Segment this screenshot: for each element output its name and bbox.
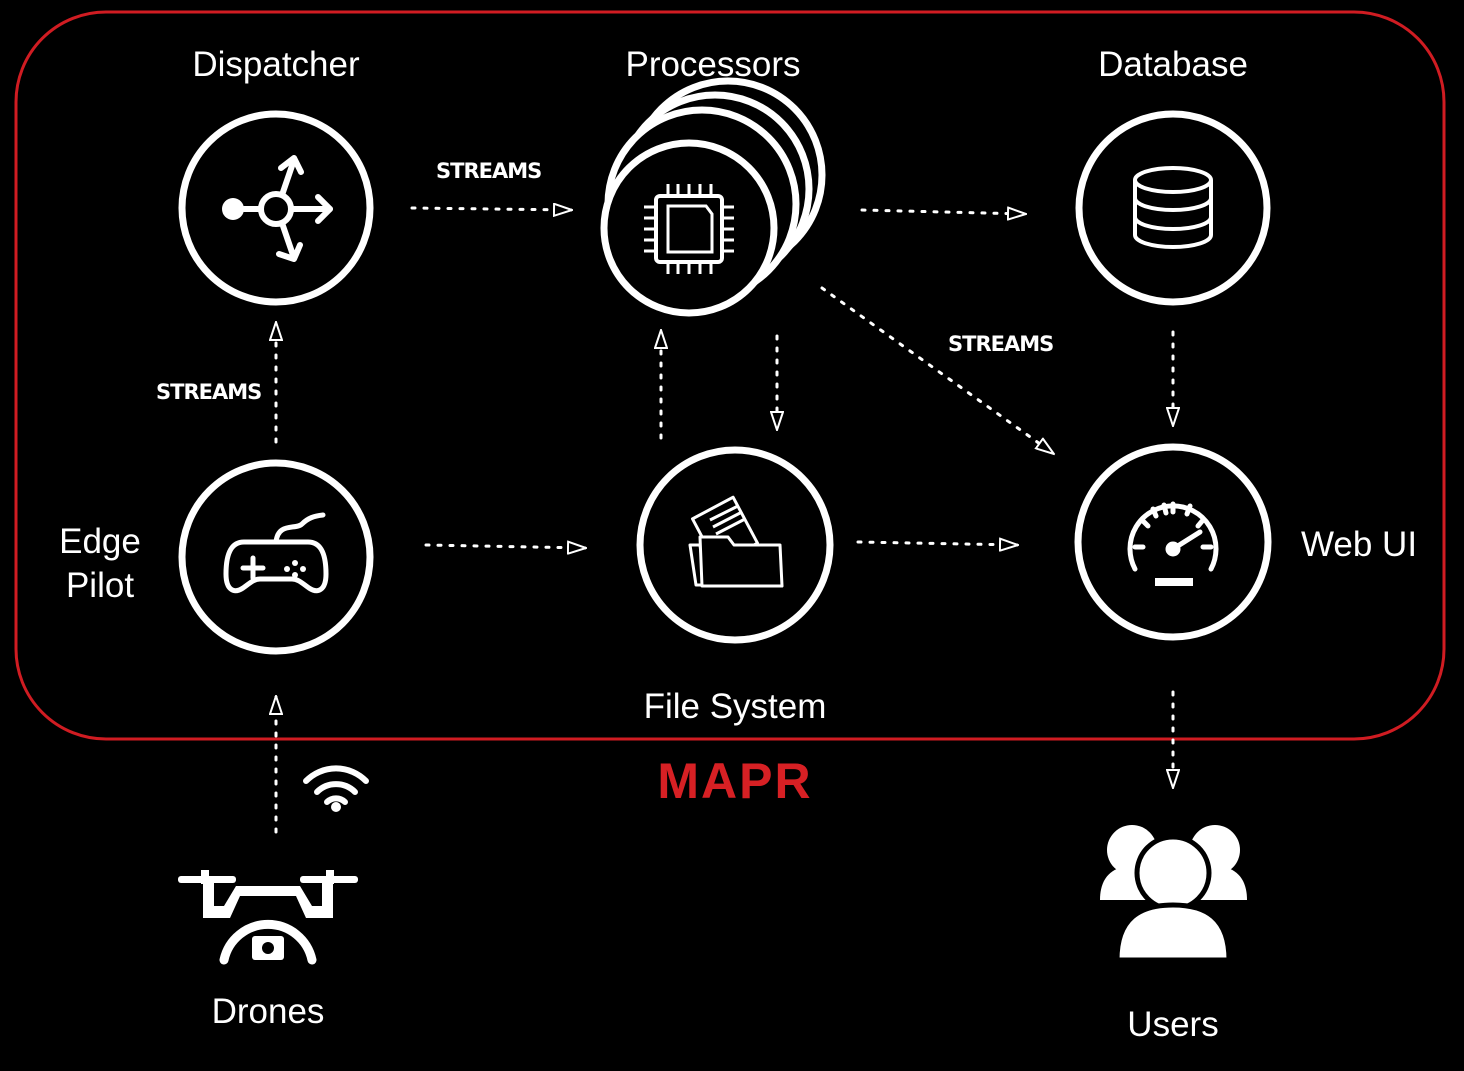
file-system-label: File System (643, 687, 827, 726)
wifi-icon (303, 765, 369, 812)
dispatcher-node (178, 110, 374, 306)
edge-edgepilot-filesystem (424, 545, 588, 548)
speedometer-icon (1127, 501, 1219, 586)
processor-node (600, 139, 778, 317)
users-group-icon (1100, 825, 1247, 963)
platform-container (14, 10, 1446, 741)
web-ui-label: Web UI (1301, 525, 1418, 564)
streams-label-dispatcher-processors: STREAMS (436, 159, 542, 183)
folder-documents-icon (688, 495, 784, 588)
edge-filesystem-webui (856, 542, 1020, 545)
streams-label-edgepilot-dispatcher: STREAMS (156, 380, 262, 404)
gamepad-icon (223, 512, 329, 594)
processors-label: Processors (625, 45, 801, 84)
cpu-chip-icon (644, 184, 734, 274)
edge-processors-webui (820, 286, 1054, 454)
database-label: Database (1098, 45, 1248, 84)
users-label: Users (1127, 1005, 1219, 1044)
drone-icon (178, 870, 358, 965)
edge-pilot-node (178, 459, 374, 655)
routing-arrows-icon (222, 155, 333, 262)
connectors (276, 208, 1173, 834)
streams-label-processors-webui: STREAMS (948, 332, 1054, 356)
database-stack-icon (1133, 166, 1213, 249)
mapr-logo: MAPR (657, 753, 813, 809)
drones-label: Drones (211, 992, 325, 1031)
dispatcher-label: Dispatcher (192, 45, 360, 84)
edge-pilot-label: Edge Pilot (59, 522, 141, 605)
edge-processors-database (860, 210, 1028, 214)
edge-dispatcher-processors (410, 208, 574, 210)
